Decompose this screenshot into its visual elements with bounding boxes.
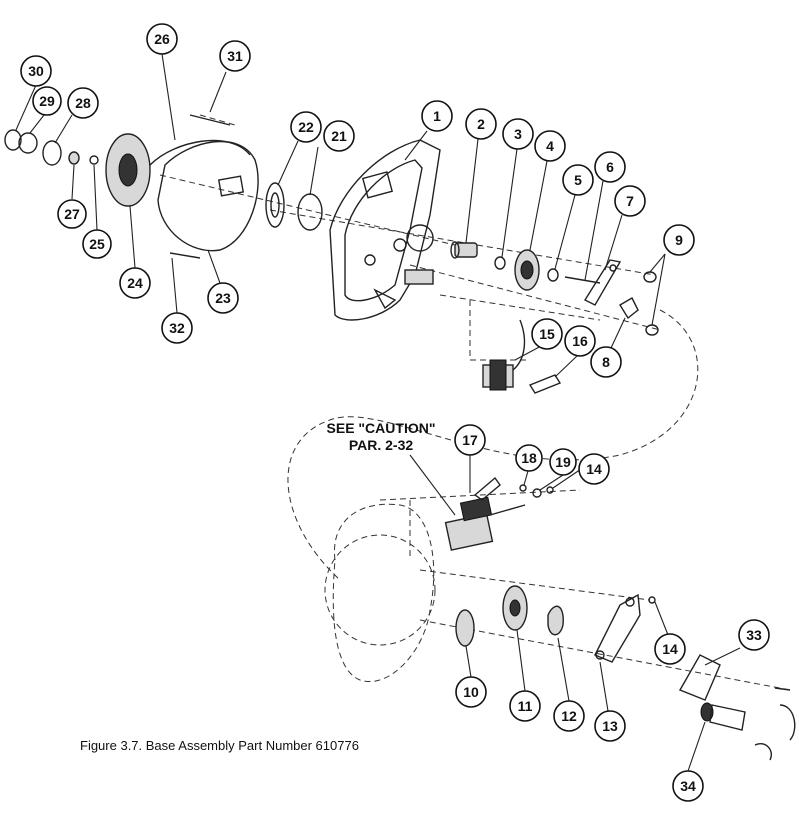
callout-2: 2 — [465, 108, 497, 140]
callout-label: 34 — [680, 778, 696, 794]
callout-label: 14 — [586, 461, 602, 477]
callout-23: 23 — [207, 282, 239, 314]
callout-12: 12 — [553, 700, 585, 732]
drive-train-parts — [450, 241, 659, 336]
callout-label: 10 — [463, 684, 479, 700]
callout-label: 33 — [746, 627, 762, 643]
lower-drive-parts — [455, 585, 796, 761]
callout-label: 18 — [521, 450, 537, 466]
callout-label: 5 — [574, 172, 582, 188]
callout-16: 16 — [564, 325, 596, 357]
callout-34: 34 — [672, 770, 704, 802]
callout-21: 21 — [323, 120, 355, 152]
callout-label: 9 — [675, 232, 683, 248]
callout-22: 22 — [290, 111, 322, 143]
callout-label: 1 — [433, 108, 441, 124]
callout-label: 23 — [215, 290, 231, 306]
callout-24: 24 — [119, 267, 151, 299]
housing-outline — [324, 503, 436, 682]
callout-11: 11 — [509, 690, 541, 722]
caution-note-line2: PAR. 2-32 — [349, 437, 414, 453]
callout-label: 3 — [514, 126, 522, 142]
callout-label: 4 — [546, 138, 554, 154]
callout-14-upper: 14 — [578, 453, 610, 485]
callout-label: 2 — [477, 116, 485, 132]
callout-18: 18 — [515, 444, 543, 472]
callout-14-lower: 14 — [654, 633, 686, 665]
callout-label: 30 — [28, 63, 44, 79]
transformer — [482, 319, 562, 394]
callout-label: 15 — [539, 326, 555, 342]
callout-32: 32 — [161, 312, 193, 344]
callout-9: 9 — [663, 224, 695, 256]
callout-label: 19 — [555, 454, 571, 470]
callout-label: 11 — [518, 698, 533, 714]
callout-19: 19 — [549, 448, 577, 476]
callout-27: 27 — [57, 199, 87, 229]
callout-7: 7 — [614, 185, 646, 217]
switch-assembly — [444, 476, 554, 551]
callout-26: 26 — [146, 23, 178, 55]
callout-15: 15 — [531, 318, 563, 350]
callout-8: 8 — [590, 346, 622, 378]
callout-label: 16 — [572, 333, 588, 349]
callout-label: 6 — [606, 159, 614, 175]
callout-25: 25 — [82, 229, 112, 259]
callout-label: 26 — [154, 31, 170, 47]
callout-label: 14 — [662, 641, 678, 657]
callout-1: 1 — [421, 100, 453, 132]
callout-33: 33 — [738, 619, 770, 651]
small-hardware-left — [4, 129, 99, 166]
callout-30: 30 — [20, 55, 52, 87]
rotor-and-cover — [105, 114, 323, 259]
leader-lines — [15, 53, 741, 772]
callout-label: 22 — [298, 119, 314, 135]
callout-28: 28 — [67, 87, 99, 119]
callout-4: 4 — [534, 130, 566, 162]
callout-label: 7 — [626, 193, 634, 209]
callout-3: 3 — [502, 118, 534, 150]
figure-caption: Figure 3.7. Base Assembly Part Number 61… — [80, 738, 359, 753]
callout-13: 13 — [594, 710, 626, 742]
callout-5: 5 — [562, 164, 594, 196]
caution-note-line1: SEE "CAUTION" — [327, 420, 436, 436]
base-plate — [329, 139, 441, 321]
callout-10: 10 — [455, 676, 487, 708]
assembly-guide-lines — [159, 114, 791, 691]
callout-label: 12 — [561, 708, 577, 724]
callout-label: 27 — [64, 206, 80, 222]
callout-6: 6 — [594, 151, 626, 183]
callout-label: 13 — [602, 718, 618, 734]
caution-note: SEE "CAUTION" PAR. 2-32 — [327, 420, 456, 516]
callout-label: 21 — [331, 128, 347, 144]
callout-29: 29 — [32, 86, 62, 116]
callout-label: 29 — [39, 93, 55, 109]
callout-label: 32 — [169, 320, 185, 336]
callout-17: 17 — [454, 424, 486, 456]
callout-label: 31 — [227, 48, 243, 64]
callout-label: 17 — [462, 432, 478, 448]
callout-label: 8 — [602, 354, 610, 370]
callout-label: 24 — [127, 275, 143, 291]
callout-label: 28 — [75, 95, 91, 111]
callout-label: 25 — [89, 236, 105, 252]
callout-31: 31 — [219, 40, 251, 72]
